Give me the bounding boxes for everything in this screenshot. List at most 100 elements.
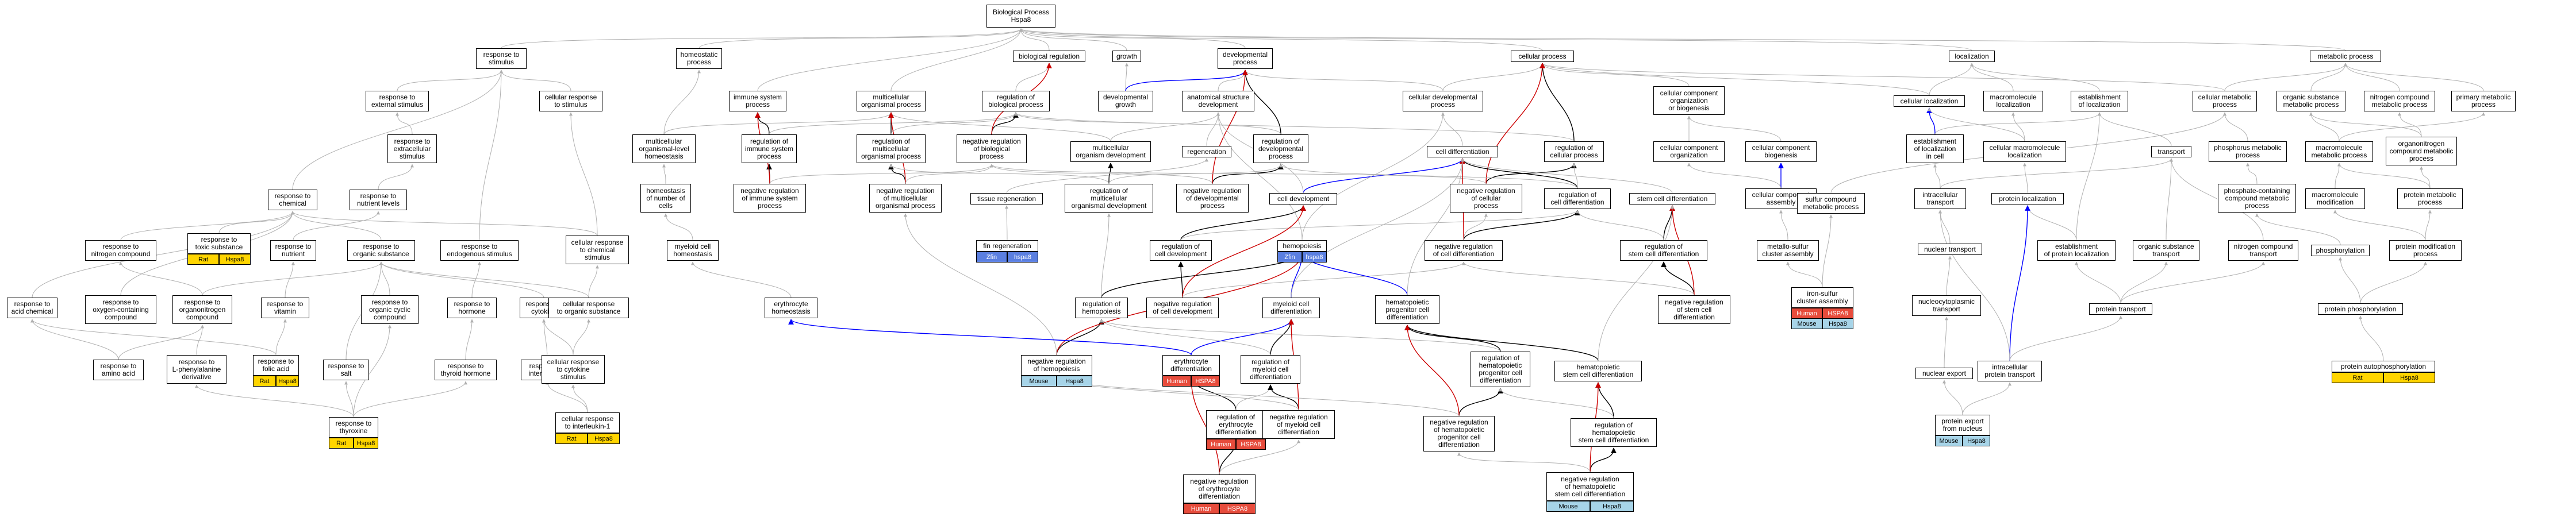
go-term-nitro-comp-metab[interactable]: nitrogen compound metabolic process [2364, 91, 2435, 111]
go-term-prot-autophos[interactable]: protein autophosphorylation [2332, 361, 2435, 372]
go-term-reg-cell-diff[interactable]: regulation of cell differentiation [1544, 188, 1611, 209]
go-term-cell-resp-il1[interactable]: cellular response to interleukin-1 [555, 412, 620, 433]
go-term-metab-proc[interactable]: metabolic process [2310, 51, 2381, 62]
go-term-transport[interactable]: transport [2151, 146, 2191, 157]
go-term-phosph-cont-metab[interactable]: phosphate-containing compound metabolic … [2218, 184, 2296, 213]
go-term-protein-metab[interactable]: protein metabolic process [2397, 188, 2463, 209]
go-term-reg-dev-proc[interactable]: regulation of developmental process [1253, 134, 1308, 163]
go-term-resp-thyroxine[interactable]: response to thyroxine [329, 417, 378, 438]
go-term-resp-extracell[interactable]: response to extracellular stimulus [387, 134, 437, 163]
go-term-multicell-homeo[interactable]: multicellular organismal-level homeostas… [632, 134, 696, 163]
go-term-resp-thyroid[interactable]: response to thyroid hormone [435, 360, 497, 380]
go-term-resp-folic[interactable]: response to folic acid [253, 355, 299, 376]
go-term-neg-reg-stem-diff[interactable]: negative regulation of stem cell differe… [1658, 295, 1730, 324]
go-term-neg-reg-cell-proc[interactable]: negative regulation of cellular process [1450, 184, 1522, 213]
go-term-macro-local[interactable]: macromolecule localization [1983, 91, 2043, 111]
go-term-resp-stim[interactable]: response to stimulus [476, 48, 527, 69]
go-term-dev-proc[interactable]: developmental process [1218, 48, 1273, 69]
go-term-resp-phenylalanine[interactable]: response to L-phenylalanine derivative [167, 355, 226, 384]
go-term-cell-resp-org[interactable]: cellular response to organic substance [548, 298, 629, 318]
go-term-myeloid-cell-homeo[interactable]: myeloid cell homeostasis [667, 240, 719, 261]
go-term-cell-resp-cytokine[interactable]: cellular response to cytokine stimulus [542, 355, 605, 384]
go-term-neg-reg-dev[interactable]: negative regulation of developmental pro… [1176, 184, 1249, 213]
go-term-org-subst-metab[interactable]: organic substance metabolic process [2276, 91, 2345, 111]
go-term-reg-multicell-dev[interactable]: regulation of multicellular organismal d… [1065, 184, 1153, 213]
go-term-reg-multicell[interactable]: regulation of multicellular organismal p… [857, 134, 926, 163]
go-term-cell-comp-org2[interactable]: cellular component organization [1653, 141, 1725, 162]
go-term-estab-local-cell[interactable]: establishment of localization in cell [1906, 134, 1964, 163]
go-term-cell-macro-local[interactable]: cellular macromolecule localization [1983, 141, 2066, 162]
go-term-multicell-org[interactable]: multicellular organismal process [857, 91, 926, 111]
go-term-bio-reg[interactable]: biological regulation [1013, 51, 1085, 62]
go-term-zfin-regen[interactable]: fin regeneration [976, 240, 1038, 252]
go-term-cell-proc[interactable]: cellular process [1511, 51, 1574, 62]
go-term-resp-salt[interactable]: response to salt [323, 360, 369, 380]
go-term-phosphorylation[interactable]: phosphorylation [2311, 245, 2370, 256]
go-term-erythro-diff[interactable]: erythrocyte differentiation [1162, 355, 1220, 376]
go-term-protein-transport[interactable]: protein transport [2089, 303, 2152, 315]
go-term-resp-organonitro[interactable]: response to organonitrogen compound [172, 295, 232, 324]
go-term-erythro-homeo[interactable]: erythrocyte homeostasis [765, 298, 817, 318]
go-term-resp-ext[interactable]: response to external stimulus [366, 91, 429, 111]
go-term-hemato-prog-diff[interactable]: hematopoietic progenitor cell differenti… [1375, 295, 1439, 324]
go-term-reg-erythro-diff[interactable]: regulation of erythrocyte differentiatio… [1206, 410, 1266, 439]
go-term-cell-dev-proc[interactable]: cellular developmental process [1403, 91, 1483, 111]
go-term-macro-mod[interactable]: macromolecule modification [2305, 188, 2365, 209]
go-term-cell-local[interactable]: cellular localization [1894, 95, 1965, 107]
go-term-reg-hemato-stem[interactable]: regulation of hematopoietic stem cell di… [1571, 418, 1657, 447]
go-term-resp-vitamin[interactable]: response to vitamin [261, 298, 309, 318]
go-term-macro-metab[interactable]: macromolecule metabolic process [2305, 141, 2373, 162]
go-term-neg-reg-cell-diff[interactable]: negative regulation of cell differentiat… [1425, 240, 1503, 261]
go-term-nucleocyto-transport[interactable]: nucleocytoplasmic transport [1912, 295, 1981, 316]
go-term-cell-diff[interactable]: cell differentiation [1427, 146, 1498, 157]
go-term-resp-toxic[interactable]: response to toxic substance [187, 233, 251, 254]
go-term-multicell-dev[interactable]: multicellular organism development [1070, 141, 1151, 162]
go-term-prot-export-nucleus[interactable]: protein export from nucleus [1935, 415, 1990, 435]
go-term-reg-immune[interactable]: regulation of immune system process [742, 134, 797, 163]
go-term-protein-phos[interactable]: protein phosphorylation [2318, 303, 2403, 315]
go-term-localization[interactable]: localization [1949, 51, 1995, 62]
go-term-primary-metab[interactable]: primary metabolic process [2451, 91, 2516, 111]
go-term-reg-hemopoiesis[interactable]: regulation of hemopoiesis [1075, 298, 1128, 318]
go-term-tissue-regen[interactable]: tissue regeneration [970, 193, 1043, 204]
go-term-dev-growth[interactable]: developmental growth [1098, 91, 1153, 111]
go-term-resp-chem[interactable]: response to chemical [268, 190, 317, 210]
go-term-neg-reg-erythro[interactable]: negative regulation of erythrocyte diffe… [1183, 474, 1256, 503]
go-term-reg-bio-proc[interactable]: regulation of biological process [982, 91, 1050, 111]
go-term-homeo-num-cells[interactable]: homeostasis of number of cells [640, 184, 691, 213]
go-term-reg-stem-cell-diff[interactable]: regulation of stem cell differentiation [1620, 240, 1707, 261]
go-term-org-subst-transport[interactable]: organic substance transport [2133, 240, 2199, 261]
go-term-immune-sys[interactable]: immune system process [729, 91, 786, 111]
go-term-prot-mod-proc[interactable]: protein modification process [2389, 240, 2462, 261]
go-term-resp-hormone[interactable]: response to hormone [447, 298, 497, 318]
go-term-estab-local[interactable]: establishment of localization [2071, 91, 2128, 111]
go-term-stem-cell-diff[interactable]: stem cell differentiation [1629, 193, 1715, 204]
go-term-hemopoiesis[interactable]: hemopoiesis [1277, 240, 1327, 252]
go-term-regeneration[interactable]: regeneration [1182, 146, 1231, 157]
go-term-reg-hemato-prog[interactable]: regulation of hematopoietic progenitor c… [1471, 352, 1530, 387]
go-term-sulfur-comp[interactable]: sulfur compound metabolic process [1797, 193, 1865, 214]
go-term-nuclear-export[interactable]: nuclear export [1915, 368, 1973, 379]
go-term-resp-org-subst[interactable]: response to organic substance [347, 240, 415, 261]
go-term-cell-dev[interactable]: cell development [1269, 193, 1337, 204]
go-term-neg-reg-cell-dev[interactable]: negative regulation of cell development [1146, 298, 1219, 318]
go-term-resp-nutr-lev[interactable]: response to nutrient levels [350, 190, 407, 210]
go-term-root[interactable]: Biological Process Hspa8 [986, 5, 1055, 28]
go-term-resp-oxygen[interactable]: response to oxygen-containing compound [85, 295, 156, 324]
go-term-cell-resp-stim[interactable]: cellular response to stimulus [539, 91, 602, 111]
go-term-protein-local[interactable]: protein localization [1991, 193, 2064, 204]
go-term-reg-cell-proc[interactable]: regulation of cellular process [1544, 141, 1604, 162]
go-term-iron-sulfur[interactable]: iron-sulfur cluster assembly [1791, 287, 1853, 308]
go-term-resp-org-cyclic[interactable]: response to organic cyclic compound [361, 295, 419, 324]
go-term-anat-struct[interactable]: anatomical structure development [1182, 91, 1254, 111]
go-term-phos-metab[interactable]: phosphorus metabolic process [2209, 141, 2287, 162]
go-term-cell-resp-chem[interactable]: cellular response to chemical stimulus [566, 236, 629, 264]
go-term-myeloid-diff[interactable]: myeloid cell differentiation [1262, 298, 1320, 318]
go-term-neg-reg-hemopoiesis[interactable]: negative regulation of hemopoiesis [1021, 355, 1092, 376]
go-term-resp-nutrient[interactable]: response to nutrient [270, 240, 316, 261]
go-term-estab-prot-local[interactable]: establishment of protein localization [2037, 240, 2116, 261]
go-term-resp-amino[interactable]: response to amino acid [93, 360, 144, 380]
go-term-resp-acid[interactable]: response to acid chemical [7, 298, 57, 318]
go-term-homeo-proc[interactable]: homeostatic process [676, 48, 722, 69]
go-term-neg-reg-myeloid[interactable]: negative regulation of myeloid cell diff… [1262, 410, 1335, 439]
